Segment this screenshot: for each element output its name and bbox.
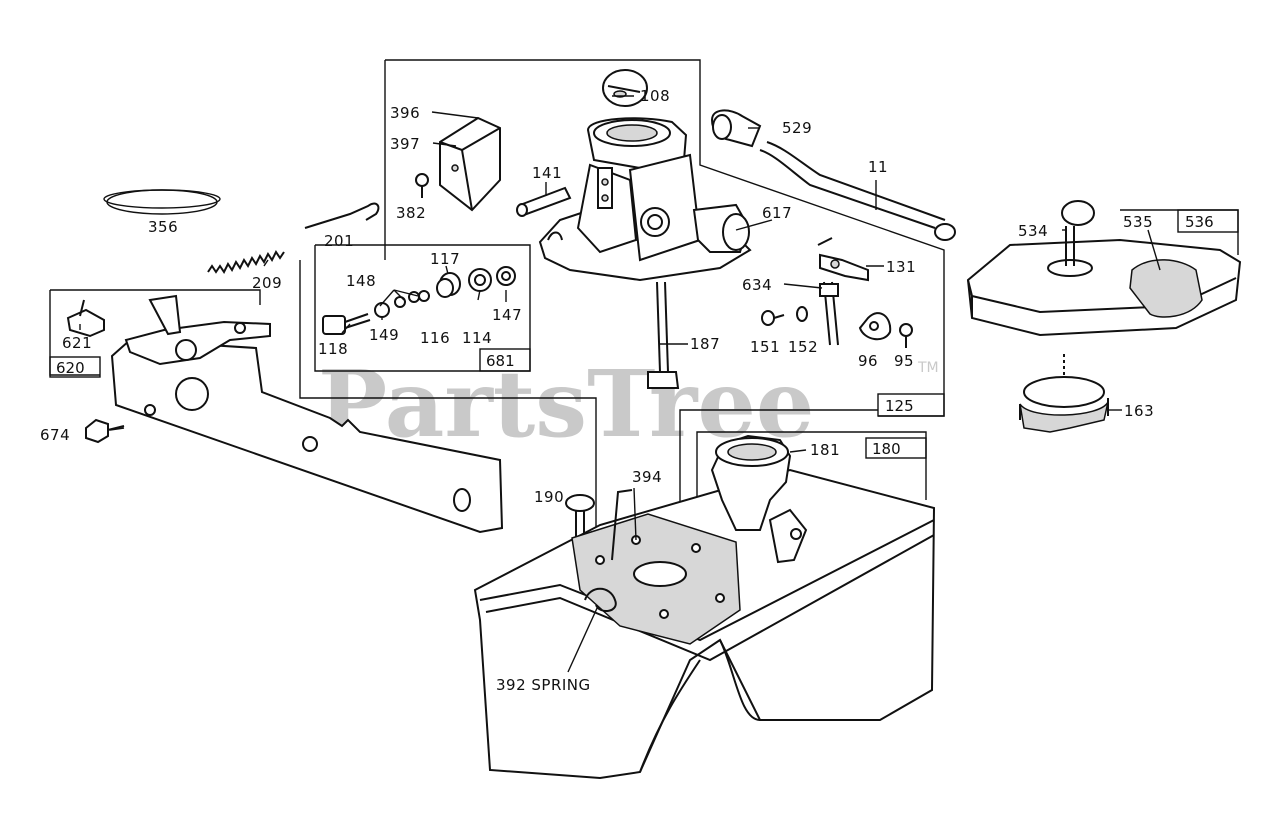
callout-396: 396: [390, 104, 420, 122]
svg-text:681: 681: [486, 352, 515, 370]
screw-190: [565, 494, 595, 540]
callout-117: 117: [430, 250, 460, 268]
group-box-125: 125: [877, 393, 945, 417]
washer-149: [374, 302, 390, 318]
callout-634: 634: [742, 276, 772, 294]
callout-382: 382: [396, 204, 426, 222]
leader-lines: [79, 95, 1161, 673]
bracket-plate-620: [110, 294, 504, 534]
callout-535: 535: [1123, 213, 1153, 231]
callout-148: 148: [346, 272, 376, 290]
callout-356: 356: [148, 218, 178, 236]
callout-394: 394: [632, 468, 662, 486]
svg-text:180: 180: [872, 440, 901, 458]
callout-147: 147: [492, 306, 522, 324]
wire-ring-356: [106, 189, 218, 215]
washer-116: [418, 290, 430, 302]
stem-187: [647, 281, 680, 389]
callout-190: 190: [534, 488, 564, 506]
filter-element-535: [1129, 259, 1203, 318]
svg-text:125: 125: [885, 397, 914, 415]
choke-shaft-634: [819, 281, 839, 346]
svg-text:620: 620: [56, 359, 85, 377]
callout-529: 529: [782, 119, 812, 137]
pin-141: [516, 186, 572, 217]
callout-151: 151: [750, 338, 780, 356]
spacer-163: [1019, 376, 1109, 433]
washer-152: [796, 306, 808, 322]
callout-95: 95: [894, 352, 914, 370]
packing-148a: [394, 296, 406, 308]
callout-397: 397: [390, 135, 420, 153]
watermark-trademark: TM: [917, 360, 939, 376]
group-box-620: 620: [49, 356, 101, 378]
callout-181: 181: [810, 441, 840, 459]
callout-114: 114: [462, 329, 492, 347]
callout-labels: 108 529 396 397 141 382 11 356 201 617 5…: [40, 87, 1154, 694]
group-box-180: 180: [865, 437, 927, 459]
choke-plate-96: [858, 312, 892, 341]
screw-674: [85, 418, 125, 444]
callout-201: 201: [324, 232, 354, 250]
callout-131: 131: [886, 258, 916, 276]
group-box-536: 536: [1177, 209, 1239, 233]
carburetor-body: [538, 117, 752, 282]
callout-674: 674: [40, 426, 70, 444]
screw-95: [899, 323, 913, 348]
callout-163: 163: [1124, 402, 1154, 420]
callout-149: 149: [369, 326, 399, 344]
clip-621: [66, 299, 105, 338]
link-rod-201: [304, 202, 380, 229]
bracket-397: [439, 116, 501, 212]
callout-534: 534: [1018, 222, 1048, 240]
callout-392-spring: 392 SPRING: [496, 676, 591, 694]
needle-valve-118: [322, 313, 371, 335]
callout-187: 187: [690, 335, 720, 353]
gasket-394: [571, 489, 741, 645]
fuel-line-11: [759, 141, 956, 241]
callout-152: 152: [788, 338, 818, 356]
filler-neck-181: [710, 434, 808, 564]
throttle-plate-108: [602, 69, 648, 107]
callout-108: 108: [640, 87, 670, 105]
seat-117: [436, 272, 461, 298]
screw-151: [761, 310, 785, 326]
spring-209: [207, 250, 285, 274]
spring-392: [584, 587, 617, 612]
callout-116: 116: [420, 329, 450, 347]
screw-382: [415, 173, 429, 198]
callout-617: 617: [762, 204, 792, 222]
nut-147: [496, 266, 516, 286]
washer-114: [468, 268, 492, 292]
callout-209: 209: [252, 274, 282, 292]
elbow-529: [710, 109, 762, 148]
svg-text:536: 536: [1185, 213, 1214, 231]
callout-118: 118: [318, 340, 348, 358]
callout-141: 141: [532, 164, 562, 182]
callout-621: 621: [62, 334, 92, 352]
callout-96: 96: [858, 352, 878, 370]
group-681-frame: [314, 244, 531, 372]
callout-11: 11: [868, 158, 888, 176]
choke-lever-131: [817, 237, 869, 282]
screw-534: [1047, 200, 1095, 277]
